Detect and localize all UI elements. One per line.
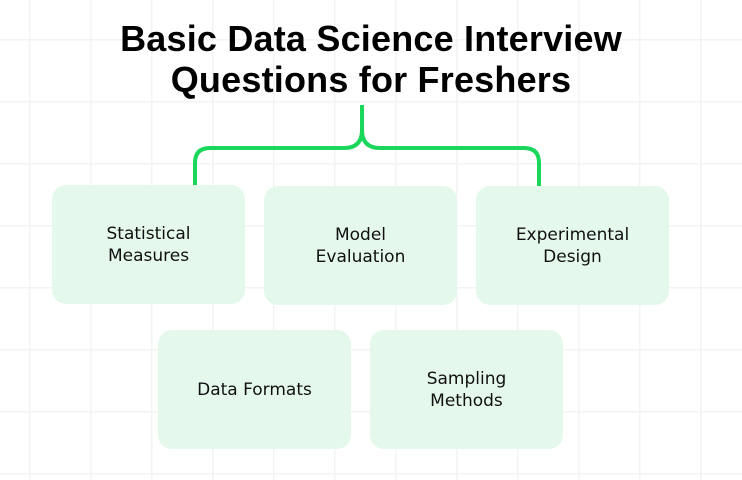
diagram-title: Basic Data Science Interview Questions f… [0, 18, 742, 100]
title-line-1: Basic Data Science Interview [120, 18, 622, 59]
topic-label: Evaluation [315, 246, 406, 267]
title-line-2: Questions for Freshers [170, 59, 572, 100]
topic-box-experimental-design: Experimental Design [476, 186, 669, 305]
topic-label: Experimental [515, 224, 630, 245]
topic-box-sampling-methods: Sampling Methods [370, 330, 563, 449]
topic-label: Statistical [106, 223, 191, 244]
topic-label: Sampling [426, 368, 507, 389]
topic-box-statistical-measures: Statistical Measures [52, 185, 245, 304]
topic-label: Data Formats [197, 379, 312, 400]
topic-box-data-formats: Data Formats [158, 330, 351, 449]
topic-label: Methods [430, 390, 503, 411]
topic-label: Measures [107, 245, 190, 266]
topic-label: Model [334, 224, 387, 245]
topic-box-model-evaluation: Model Evaluation [264, 186, 457, 305]
topic-label: Design [543, 246, 602, 267]
